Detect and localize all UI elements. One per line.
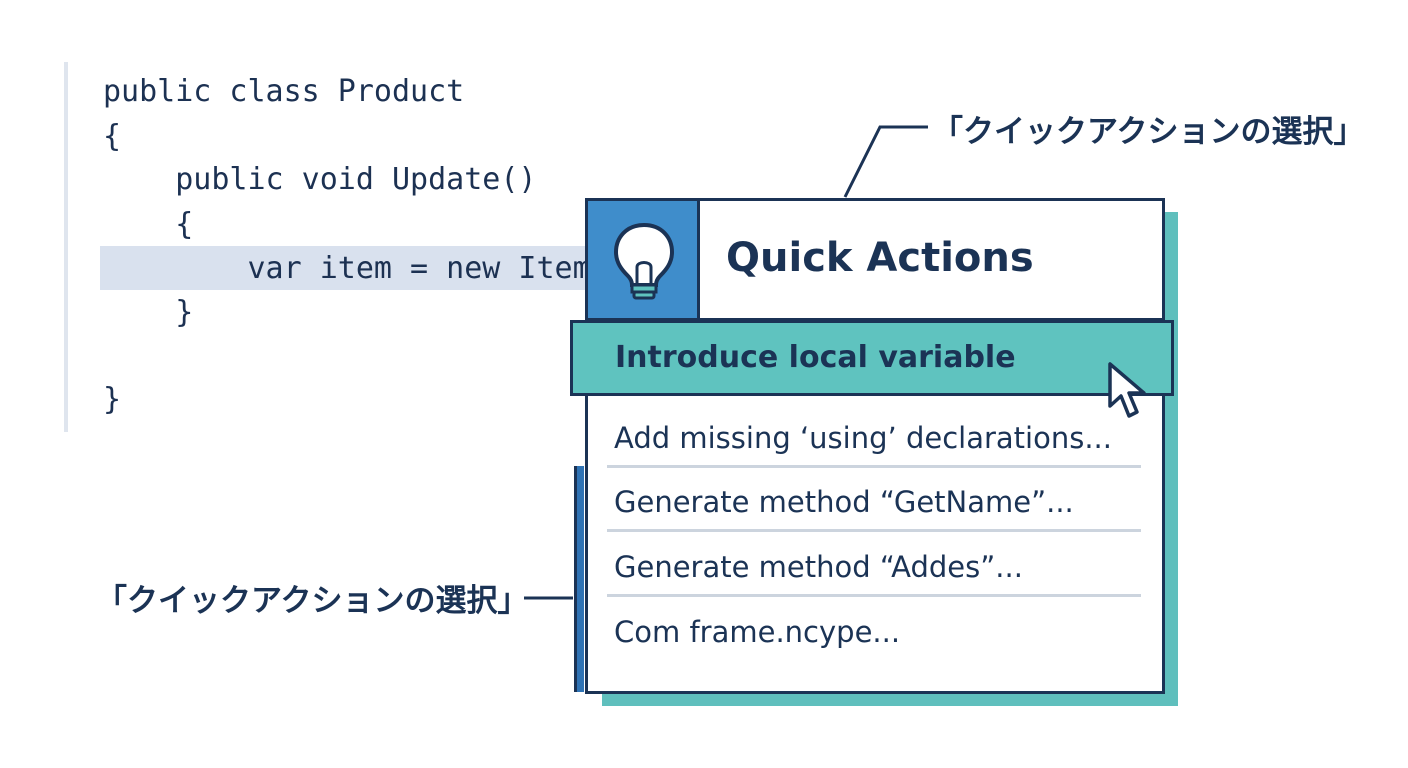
code-line-5[interactable]: var item = new Item [103,251,591,286]
lightbulb-icon [613,222,675,300]
code-line-2[interactable]: { [103,119,122,154]
code-line-8[interactable]: } [103,382,122,417]
menu-item-label: Introduce local variable [615,340,1016,375]
mouse-pointer-icon [1108,362,1146,418]
menu-item-introduce-local-variable[interactable]: Introduce local variable [570,320,1174,396]
menu-item-add-using[interactable]: Add missing ‘using’ declarations... [607,408,1141,468]
code-line-1[interactable]: public class Product [103,74,465,109]
callout-label-left: 「クイックアクションの選択」 [96,583,529,619]
code-line-4[interactable]: { [103,207,194,242]
quick-actions-panel: Quick Actions [585,198,1165,694]
code-line-6[interactable]: } [103,295,194,330]
panel-title: Quick Actions [726,235,1034,281]
callout-label-top: 「クイックアクションの選択」 [932,114,1365,150]
menu-item-generate-addes[interactable]: Generate method “Addes”... [607,537,1141,597]
menu-item-generate-getname[interactable]: Generate method “GetName”... [607,472,1141,532]
editor-gutter [64,62,68,432]
code-line-3[interactable]: public void Update() [103,162,537,197]
callout-bracket-bar [574,466,584,692]
panel-header: Quick Actions [588,201,1162,321]
current-line-highlight [100,246,640,290]
lightbulb-button[interactable] [588,201,700,318]
menu-item-com-frame[interactable]: Com frame.ncype... [614,615,901,649]
